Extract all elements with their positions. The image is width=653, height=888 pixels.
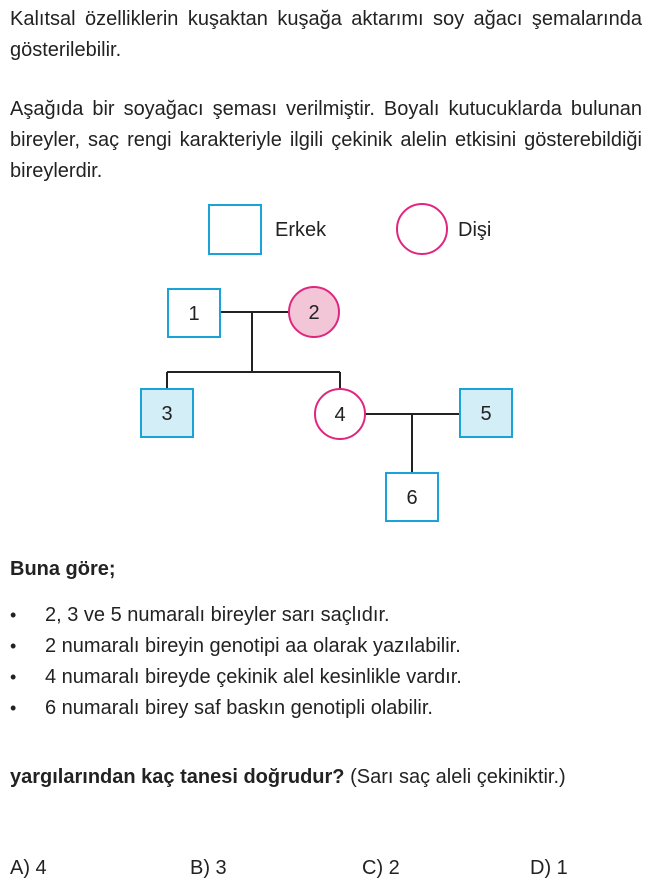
- male-symbol: [385, 472, 439, 522]
- individual-1: 1: [167, 288, 221, 338]
- male-symbol-shaded: [140, 388, 194, 438]
- pedigree-diagram: Erkek Dişi 1 2 3 4 5 6: [140, 203, 513, 522]
- male-symbol-shaded: [459, 388, 513, 438]
- intro-paragraph-1: Kalıtsal özelliklerin kuşaktan kuşağa ak…: [10, 8, 642, 61]
- pedigree-lines: [166, 311, 460, 473]
- option-b[interactable]: B) 3: [190, 857, 227, 879]
- bullet-icon: •: [10, 605, 17, 625]
- individual-label: 3: [161, 403, 172, 425]
- female-symbol-shaded: [288, 286, 340, 338]
- legend-female-symbol: [396, 203, 448, 255]
- individual-3: 3: [140, 388, 194, 438]
- individual-label: 4: [334, 404, 345, 426]
- individual-6: 6: [385, 472, 439, 522]
- statement-text: 6 numaralı birey saf baskın genotipli ol…: [45, 697, 433, 719]
- statement-text: 2, 3 ve 5 numaralı bireyler sarı saçlıdı…: [45, 604, 390, 626]
- individual-label: 1: [188, 303, 199, 325]
- individual-4: 4: [314, 388, 366, 440]
- legend-male-symbol: [208, 204, 262, 255]
- bullet-icon: •: [10, 636, 17, 656]
- option-c[interactable]: C) 2: [362, 857, 400, 879]
- question-heading: Buna göre;: [10, 558, 116, 580]
- female-symbol: [314, 388, 366, 440]
- statement-text: 2 numaralı bireyin genotipi aa olarak ya…: [45, 635, 461, 657]
- question-prompt-bold: yargılarından kaç tanesi doğrudur?: [10, 766, 345, 788]
- legend-male-label: Erkek: [275, 219, 327, 241]
- question-prompt-note: (Sarı saç aleli çeki­niktir.): [350, 766, 566, 788]
- legend-female-label: Dişi: [458, 219, 491, 241]
- intro-paragraph-2: Aşağıda bir soyağacı şeması verilmiştir.…: [10, 98, 642, 182]
- bullet-icon: •: [10, 667, 17, 687]
- statement-text: 4 numaralı bireyde çekinik alel kesinlik…: [45, 666, 462, 688]
- individual-label: 6: [406, 487, 417, 509]
- individual-5: 5: [459, 388, 513, 438]
- male-symbol: [167, 288, 221, 338]
- individual-2: 2: [288, 286, 340, 338]
- individual-label: 2: [308, 302, 319, 324]
- individual-label: 5: [480, 403, 491, 425]
- question-prompt: yargılarından kaç tanesi doğrudur? (Sarı…: [10, 762, 642, 793]
- bullet-icon: •: [10, 698, 17, 718]
- option-a[interactable]: A) 4: [10, 857, 47, 879]
- option-d[interactable]: D) 1: [530, 857, 568, 879]
